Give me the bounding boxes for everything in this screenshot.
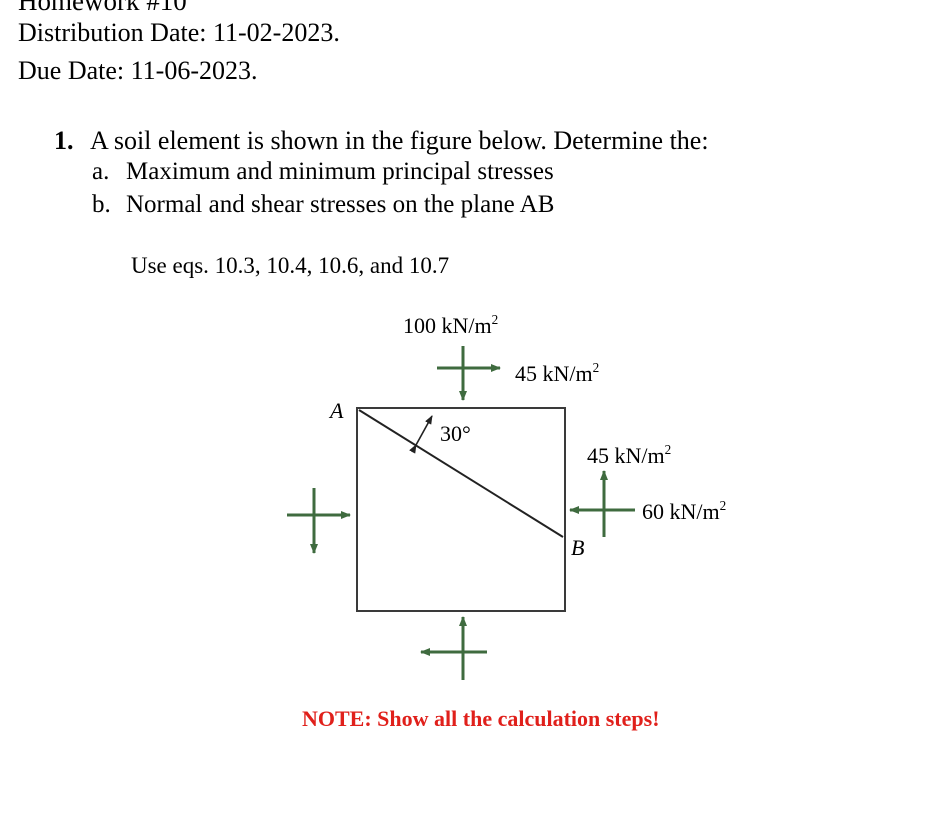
question-part-b: b. Normal and shear stresses on the plane… xyxy=(92,191,554,219)
angle-arrow xyxy=(409,415,433,454)
right-shear-value: 45 kN/m xyxy=(587,443,665,469)
label-right-shear: 45 kN/m2 xyxy=(587,442,671,469)
right-normal-value: 60 kN/m xyxy=(642,499,720,525)
calculation-note: NOTE: Show all the calculation steps! xyxy=(302,706,660,731)
question-1: 1. A soil element is shown in the figure … xyxy=(54,126,709,156)
label-top-shear: 45 kN/m2 xyxy=(515,360,599,387)
part-a-text: Maximum and minimum principal stresses xyxy=(126,158,554,185)
unit-exponent: 2 xyxy=(664,442,672,457)
top-stress-arrows xyxy=(437,346,501,401)
label-point-a: A xyxy=(330,398,344,423)
question-part-a: a. Maximum and minimum principal stresses xyxy=(92,158,554,186)
plane-ab-line xyxy=(358,409,564,538)
bottom-stress-arrows xyxy=(420,616,487,680)
left-stress-arrows xyxy=(287,488,351,554)
equations-hint: Use eqs. 10.3, 10.4, 10.6, and 10.7 xyxy=(131,253,450,278)
question-text: A soil element is shown in the figure be… xyxy=(90,126,709,155)
part-a-mark: a. xyxy=(92,158,110,185)
soil-element-square xyxy=(356,407,566,612)
homework-title: Homework #10 xyxy=(18,0,187,16)
distribution-date: Distribution Date: 11-02-2023. xyxy=(18,18,340,47)
top-normal-value: 100 kN/m xyxy=(403,313,492,339)
label-top-normal: 100 kN/m2 xyxy=(403,312,498,339)
part-b-mark: b. xyxy=(92,191,111,218)
label-angle: 30° xyxy=(440,421,471,446)
unit-exponent: 2 xyxy=(719,498,727,513)
label-point-b: B xyxy=(571,535,585,560)
top-shear-value: 45 kN/m xyxy=(515,361,593,387)
label-right-normal: 60 kN/m2 xyxy=(642,498,726,525)
due-date: Due Date: 11-06-2023. xyxy=(18,56,258,85)
unit-exponent: 2 xyxy=(491,312,499,327)
part-b-text: Normal and shear stresses on the plane A… xyxy=(126,191,555,218)
question-number: 1. xyxy=(54,126,74,155)
right-stress-arrows xyxy=(569,470,635,537)
unit-exponent: 2 xyxy=(592,360,600,375)
